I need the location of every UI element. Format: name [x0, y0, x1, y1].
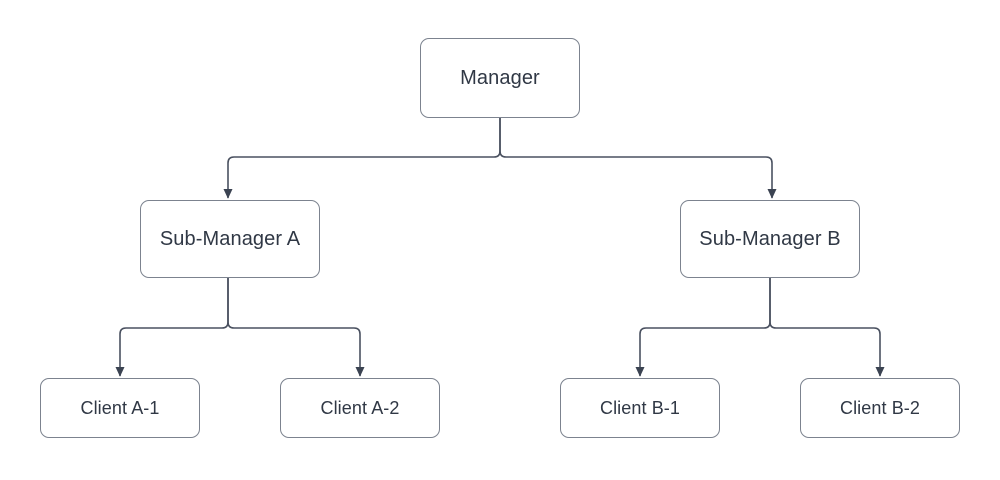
node-client-a-1-label: Client A-1 — [80, 398, 160, 418]
edge-sub-manager-a-to-client-a-1 — [115, 278, 229, 377]
edge-manager-to-sub-manager-b — [499, 118, 777, 199]
node-client-b-2[interactable]: Client B-2 — [800, 378, 960, 438]
node-client-b-1[interactable]: Client B-1 — [560, 378, 720, 438]
edge-sub-manager-b-to-client-b-1 — [635, 278, 771, 377]
node-sub-manager-a[interactable]: Sub-Manager A — [140, 200, 320, 278]
node-client-b-1-label: Client B-1 — [599, 398, 681, 418]
node-client-a-2-label: Client A-2 — [320, 398, 400, 418]
node-sub-manager-a-label: Sub-Manager A — [159, 228, 301, 250]
node-client-a-2[interactable]: Client A-2 — [280, 378, 440, 438]
node-sub-manager-b-label: Sub-Manager B — [699, 228, 841, 250]
edge-sub-manager-b-to-client-b-2 — [769, 278, 885, 377]
node-sub-manager-b[interactable]: Sub-Manager B — [680, 200, 860, 278]
node-client-b-2-label: Client B-2 — [839, 398, 921, 418]
node-manager[interactable]: Manager — [420, 38, 580, 118]
node-manager-label: Manager — [460, 67, 540, 89]
edge-manager-to-sub-manager-a — [223, 118, 501, 199]
node-client-a-1[interactable]: Client A-1 — [40, 378, 200, 438]
edge-sub-manager-a-to-client-a-2 — [227, 278, 365, 377]
